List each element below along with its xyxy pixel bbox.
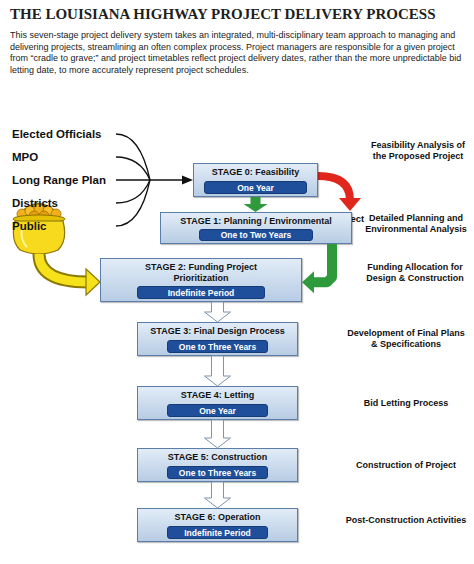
duration-pill: One Year <box>167 404 268 417</box>
duration-pill: One to Two Years <box>199 229 313 241</box>
flow-arrow <box>205 482 231 508</box>
arrow-body <box>205 482 231 508</box>
arrow-head <box>302 271 314 293</box>
reject-arrow-head <box>339 198 361 211</box>
duration-text: Indefinite Period <box>184 528 251 538</box>
diagram-title: THE LOUISIANA HIGHWAY PROJECT DELIVERY P… <box>10 6 470 23</box>
arrow-body <box>205 302 231 322</box>
intro-paragraph: This seven-stage project delivery system… <box>10 30 466 76</box>
stage-description: Bid Letting Process <box>345 398 467 409</box>
stage-box: One to Three Years STAGE 3: Final Design … <box>137 322 298 356</box>
reject-arrow <box>318 176 350 200</box>
stage-heading: STAGE 4: Letting <box>138 390 297 401</box>
stage-heading: STAGE 6: Operation <box>138 512 297 523</box>
duration-pill: One Year <box>204 181 307 194</box>
stage-box: Indefinite Period STAGE 6: Operation <box>137 508 298 542</box>
duration-pill: Indefinite Period <box>137 286 265 299</box>
duration-text: Indefinite Period <box>168 288 235 298</box>
stage-box: One Year STAGE 4: Letting <box>137 386 298 420</box>
arrow-head <box>182 176 193 185</box>
stage-description: Post-Construction Activities <box>345 515 467 526</box>
duration-text: One to Three Years <box>179 342 256 352</box>
flow-arrow <box>205 302 231 322</box>
funding-arrow-head <box>86 269 100 295</box>
flow-arrow <box>244 197 268 212</box>
input-source: Long Range Plan <box>12 173 116 187</box>
stage-description: Feasibility Analysis of the Proposed Pro… <box>366 140 470 162</box>
arrow-body <box>244 197 268 212</box>
stage-description: Funding Allocation for Design & Construc… <box>358 262 472 284</box>
input-line <box>116 134 150 180</box>
duration-text: One Year <box>199 406 236 416</box>
stage-heading: STAGE 3: Final Design Process <box>138 326 297 337</box>
stage-description: Construction of Project <box>345 460 467 471</box>
input-source: Districts <box>12 196 116 210</box>
input-source: Elected Officials <box>12 127 116 141</box>
stage-box: Indefinite Period STAGE 2: Funding Projec… <box>100 258 302 302</box>
duration-text: One to Two Years <box>221 230 292 240</box>
stage-heading: STAGE 1: Planning / Environmental <box>161 216 351 227</box>
stage-heading: STAGE 0: Feasibility <box>194 167 317 178</box>
funding-arrow <box>39 254 88 282</box>
input-line <box>116 157 150 180</box>
arrow-body <box>205 420 231 448</box>
flow-arrow <box>205 420 231 448</box>
flow-arrow <box>205 356 231 386</box>
stage-heading: STAGE 2: Funding Project Prioritization <box>142 262 260 283</box>
input-line <box>150 179 184 180</box>
funding-arrow-outline <box>39 254 88 282</box>
duration-pill: One to Three Years <box>167 466 268 479</box>
duration-text: One Year <box>237 183 274 193</box>
duration-pill: One to Three Years <box>167 340 268 353</box>
stage-box: One to Two Years STAGE 1: Planning / Envi… <box>160 212 352 244</box>
duration-pill: Indefinite Period <box>167 526 268 539</box>
duration-text: One to Three Years <box>179 468 256 478</box>
flow-arrow <box>302 244 332 293</box>
arrow-shaft <box>313 244 332 282</box>
arrow-body <box>205 356 231 386</box>
stage-box: One Year STAGE 0: Feasibility <box>193 163 318 197</box>
stage-description: Detailed Planning and Environmental Anal… <box>360 213 472 235</box>
input-source: Public <box>12 219 116 233</box>
stage-heading: STAGE 5: Construction <box>138 452 297 463</box>
input-line <box>116 179 150 180</box>
stage-box: One to Three Years STAGE 5: Construction <box>137 448 298 482</box>
stage-description: Development of Final Plans & Specificati… <box>345 328 467 350</box>
input-line <box>116 180 150 226</box>
input-source: MPO <box>12 150 116 164</box>
